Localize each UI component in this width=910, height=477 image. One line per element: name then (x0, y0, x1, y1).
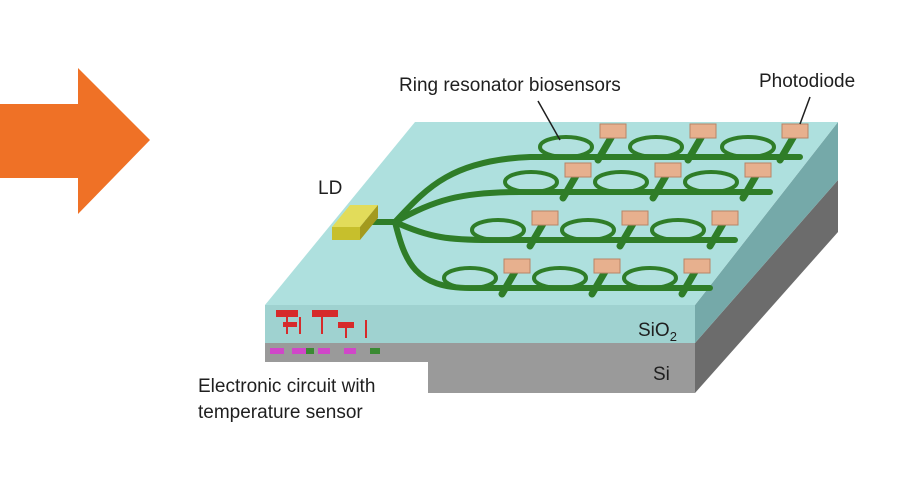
sio2-label-subscript: 2 (669, 328, 677, 344)
photodiode-block (593, 258, 621, 274)
waveguide-branch-1 (392, 154, 803, 225)
photodiode-link (588, 266, 610, 298)
ring-resonator (622, 266, 678, 290)
circuit-pad (292, 348, 306, 354)
sio2-label-main: SiO (638, 320, 670, 341)
circuit-pad (344, 348, 356, 354)
photodiodes (503, 123, 809, 274)
photodiode-link (739, 170, 761, 202)
ring-resonator (442, 266, 498, 290)
laser-diode-front (332, 227, 360, 240)
ring-resonator (628, 135, 684, 159)
ring-resonator (538, 135, 594, 159)
laser-diode (332, 205, 378, 240)
electronic-circuit (270, 310, 380, 354)
circuit-pad (270, 348, 284, 354)
photodiode-link (649, 170, 671, 202)
circuit-label: Electronic circuit with temperature sens… (198, 374, 428, 426)
photodiode-block (683, 258, 711, 274)
photodiode-block (654, 162, 682, 178)
circuit-label-line-1: Electronic circuit with (198, 376, 376, 397)
ring-resonator (593, 170, 649, 194)
circuit-block (276, 310, 298, 317)
ring-resonators (442, 135, 776, 290)
circuit-pad (318, 348, 330, 354)
circuit-label-box (190, 362, 428, 440)
photodiode-link (616, 218, 638, 250)
sio2-side (695, 122, 838, 343)
orange-arrow (0, 68, 150, 214)
photodiode-block (599, 123, 627, 139)
photodiode-link (559, 170, 581, 202)
ring-resonator (720, 135, 776, 159)
waveguide-branch-2 (392, 189, 773, 225)
photodiode-block (711, 210, 739, 226)
photodiode-link (706, 218, 728, 250)
ring-resonator (532, 266, 588, 290)
photodiode-link (684, 132, 706, 164)
photodiode-block (621, 210, 649, 226)
photodiode-block (744, 162, 772, 178)
ring-resonator (503, 170, 559, 194)
photodiode-block (503, 258, 531, 274)
laser-diode-side (360, 205, 378, 240)
circuit-pad (370, 348, 380, 354)
laser-diode-label: LD (318, 178, 343, 199)
circuit-label-line-2: temperature sensor (198, 402, 363, 423)
photodiode-link (498, 266, 520, 298)
photodiode-link (594, 132, 616, 164)
silicon-side (695, 180, 838, 393)
photodiode-block (564, 162, 592, 178)
circuit-block (338, 322, 354, 328)
laser-diode-top (332, 205, 378, 227)
ring-resonator (683, 170, 739, 194)
sio2-front (265, 305, 695, 343)
photodiode-pointer-line (799, 96, 811, 125)
ring-resonator-label: Ring resonator biosensors (399, 75, 621, 96)
si-label: Si (653, 364, 670, 385)
photodiode-label: Photodiode (759, 71, 856, 92)
circuit-pad (306, 348, 314, 354)
circuit-block (283, 322, 297, 327)
ring-resonator (560, 218, 616, 242)
photodiode-link (776, 132, 798, 164)
photodiode-block (531, 210, 559, 226)
photodiode-block (689, 123, 717, 139)
photodiode-link (678, 266, 700, 298)
ring-resonator (650, 218, 706, 242)
ring-resonator (470, 218, 526, 242)
circuit-block (312, 310, 338, 317)
photodiode-block (781, 123, 809, 139)
ring-pointer-line (537, 100, 561, 141)
photodiode-links (498, 132, 798, 298)
sio2-label: SiO2 (638, 320, 677, 348)
photodiode-link (526, 218, 548, 250)
